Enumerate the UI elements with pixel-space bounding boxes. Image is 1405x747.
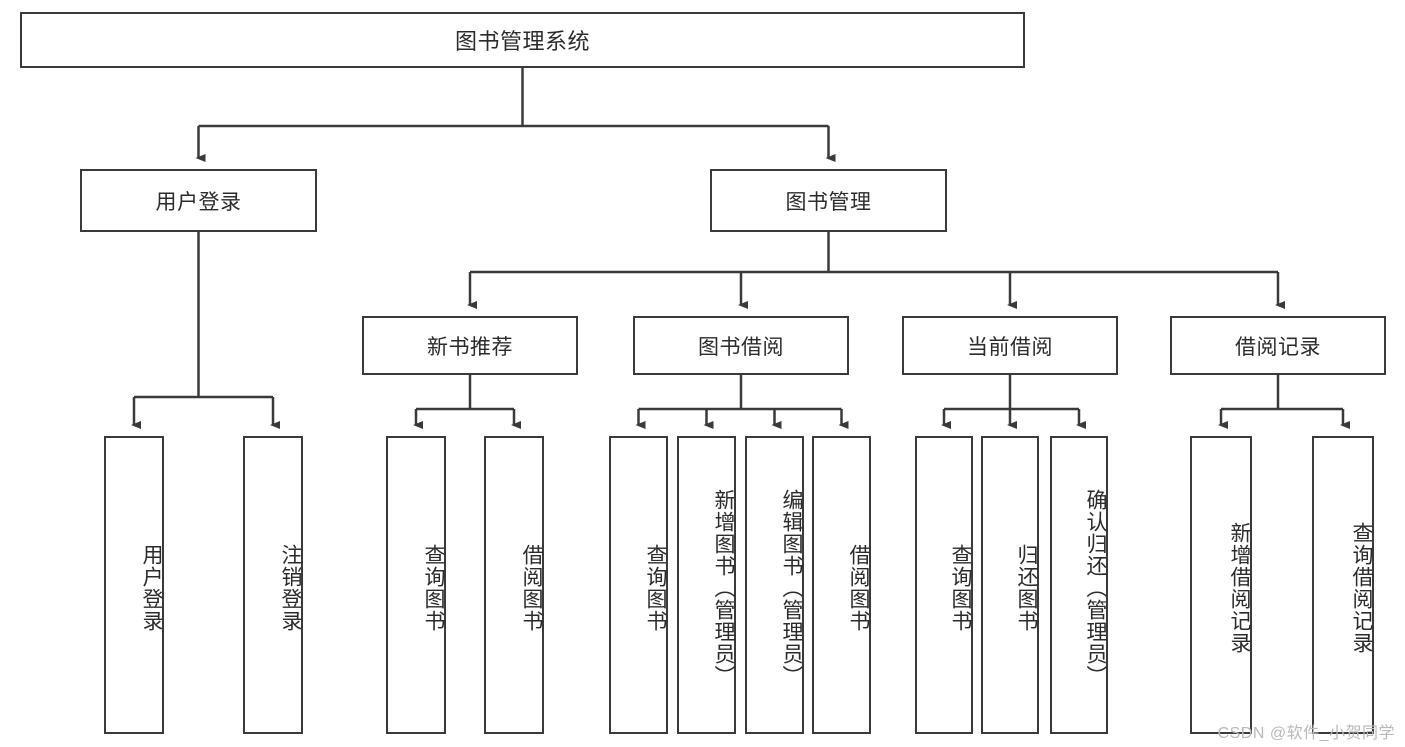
node-book-borrowing[interactable]: 图书借阅 [633,316,849,375]
node-label: 借阅图书 [520,544,543,632]
node-label: 用户登录 [140,544,163,632]
node-label: 注销登录 [279,544,302,632]
node-leaf-logout[interactable]: 注销登录 [243,436,303,734]
node-leaf-add-borrow-record[interactable]: 新增借阅记录 [1190,436,1252,734]
node-label: 当前借阅 [967,335,1053,359]
node-label: 图书借阅 [698,335,784,359]
node-leaf-edit-book-admin[interactable]: 编辑图书（管理员） [745,436,804,734]
node-label: 新增图书（管理员） [712,489,735,687]
node-current-borrowing[interactable]: 当前借阅 [902,316,1118,375]
node-book-management[interactable]: 图书管理 [710,169,947,232]
node-label: 借阅图书 [847,544,870,632]
node-title-book-management-system[interactable]: 图书管理系统 [20,12,1025,68]
node-leaf-confirm-return-admin[interactable]: 确认归还（管理员） [1050,436,1108,734]
node-label: 图书管理系统 [454,29,590,54]
node-label: 借阅记录 [1235,335,1321,359]
node-label: 新增借阅记录 [1228,522,1251,654]
node-label: 查询借阅记录 [1350,522,1373,654]
node-label: 查询图书 [949,544,972,632]
node-label: 编辑图书（管理员） [780,489,803,687]
node-user-login[interactable]: 用户登录 [80,169,317,232]
node-borrowing-records[interactable]: 借阅记录 [1170,316,1386,375]
node-label: 查询图书 [644,544,667,632]
node-label: 确认归还（管理员） [1084,489,1107,687]
node-leaf-user-login[interactable]: 用户登录 [104,436,164,734]
node-leaf-borrow-book-rec[interactable]: 借阅图书 [484,436,544,734]
node-label: 用户登录 [155,190,242,214]
node-label: 归还图书 [1015,544,1038,632]
node-label: 新书推荐 [427,335,513,359]
node-new-book-recommendation[interactable]: 新书推荐 [362,316,578,375]
node-label: 图书管理 [785,190,872,214]
node-leaf-query-book-current[interactable]: 查询图书 [915,436,973,734]
node-leaf-query-book-rec[interactable]: 查询图书 [386,436,446,734]
node-leaf-return-book[interactable]: 归还图书 [981,436,1039,734]
node-leaf-query-book-borrow[interactable]: 查询图书 [609,436,668,734]
node-leaf-query-borrow-record[interactable]: 查询借阅记录 [1312,436,1374,734]
node-leaf-borrow-book[interactable]: 借阅图书 [812,436,871,734]
node-label: 查询图书 [422,544,445,632]
node-leaf-add-book-admin[interactable]: 新增图书（管理员） [677,436,736,734]
